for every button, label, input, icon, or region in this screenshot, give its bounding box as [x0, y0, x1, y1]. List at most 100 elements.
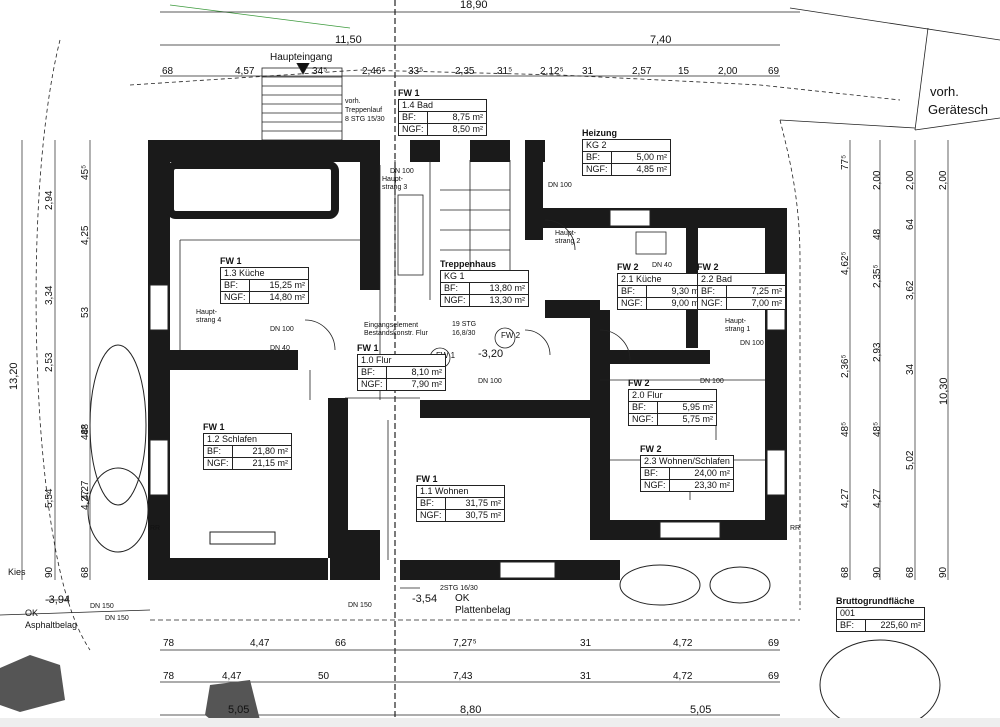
room-label-heizung: Heizung KG 2 BF:5,00 m² NGF:4,85 m²: [582, 128, 671, 176]
center-level: -3,20: [478, 348, 504, 360]
room-label-bad-2: FW 2 2.2 Bad BF:7,25 m² NGF:7,00 m²: [697, 262, 786, 310]
dim-left-mid: 45⁵: [80, 164, 91, 180]
dim-left-mid: 2,53: [44, 352, 55, 372]
ngf-value: 7,00 m²: [726, 297, 786, 310]
bf-value: 24,00 m²: [669, 467, 734, 480]
dim-left-outer: 13,20: [8, 362, 20, 390]
dim-left-mid: 2,94: [44, 190, 55, 210]
room-name: KG 2: [582, 139, 671, 152]
ngf-key: NGF:: [203, 457, 233, 470]
dim-right-col2: 2,35⁵: [872, 264, 883, 288]
bf-value: 8,75 m²: [427, 111, 487, 124]
room-unit: Treppenhaus: [440, 259, 497, 269]
dim-top-row3: 34⁵: [312, 66, 328, 77]
ngf-key: NGF:: [416, 509, 446, 522]
dim-overall-top: 18,90: [460, 0, 488, 11]
dim-left-mid: 3,34: [44, 285, 55, 305]
bf-value: 5,95 m²: [657, 401, 717, 414]
strang-4-label: Haupt-: [196, 309, 218, 316]
bf-key: BF:: [640, 467, 670, 480]
bf-value: 31,75 m²: [445, 497, 505, 510]
room-unit: FW 1: [203, 422, 225, 432]
room-unit: FW 2: [617, 262, 639, 272]
room-label-flur-1: FW 1 1.0 Flur BF:8,10 m² NGF:7,90 m²: [357, 343, 446, 391]
dim-right-col2: 48⁵: [872, 421, 883, 437]
strang-3-label: Haupt-: [382, 176, 404, 183]
ngf-value: 4,85 m²: [611, 163, 671, 176]
dim-right-col1: 68: [840, 566, 851, 578]
bf-key: BF:: [582, 151, 612, 164]
room-name: 2.0 Flur: [628, 389, 717, 402]
pipe-label: DN 100: [270, 326, 294, 333]
ngf-key: NGF:: [440, 294, 470, 307]
strang-2-label: strang 2: [555, 238, 581, 245]
gross-area-title: Bruttogrundfläche: [836, 596, 915, 606]
dim-right-col2: 90: [872, 566, 883, 578]
bf-key: BF:: [697, 285, 727, 298]
plate-label-2: Plattenbelag: [455, 605, 511, 616]
room-label-schlafen: FW 1 1.2 Schlafen BF:21,80 m² NGF:21,15 …: [203, 422, 292, 470]
strang-2-label: Haupt-: [555, 230, 577, 237]
dim-top-row3: 69: [768, 66, 780, 77]
room-label-wohnen-schlafen: FW 2 2.3 Wohnen/Schlafen BF:24,00 m² NGF…: [640, 444, 734, 492]
strang-3-label: strang 3: [382, 184, 408, 191]
pipe-label: DN 150: [105, 615, 129, 622]
dim-right-col4: 2,00: [938, 170, 949, 190]
room-name: 1.3 Küche: [220, 267, 309, 280]
dim-bottom-row1: 66: [335, 638, 347, 649]
gross-area-box: Bruttogrundfläche 001 BF:225,60 m²: [836, 596, 925, 632]
room-unit: FW 1: [416, 474, 438, 484]
pipe-label: DN 100: [700, 378, 724, 385]
room-name: 1.0 Flur: [357, 354, 446, 367]
outside-stair-label: 8 STG 15/30: [345, 116, 385, 123]
dim-top-row2-a: 11,50: [335, 34, 362, 46]
dim-bottom-row2: 7,43: [453, 671, 473, 682]
bf-value: 8,10 m²: [386, 366, 446, 379]
dim-bottom-row1: 78: [163, 638, 175, 649]
strang-4-label: strang 4: [196, 317, 222, 324]
plate-level: -3,54: [412, 593, 438, 605]
ngf-key: NGF:: [697, 297, 727, 310]
ngf-value: 5,75 m²: [657, 413, 717, 426]
room-label-flur-2: FW 2 2.0 Flur BF:5,95 m² NGF:5,75 m²: [628, 378, 717, 426]
dim-right-col2: 48: [872, 228, 883, 240]
room-unit: Heizung: [582, 128, 617, 138]
dim-bottom-row2: 31: [580, 671, 592, 682]
room-label-treppenhaus: Treppenhaus KG 1 BF:13,80 m² NGF:13,30 m…: [440, 259, 529, 307]
gross-area-key: BF:: [836, 619, 866, 632]
pipe-label: DN 100: [548, 182, 572, 189]
strang-1-label: strang 1: [725, 326, 751, 333]
dim-left-mid: 53: [80, 306, 91, 318]
ngf-value: 30,75 m²: [445, 509, 505, 522]
dim-right-col2: 4,27: [872, 488, 883, 508]
dim-top-row3: 33⁵: [408, 66, 424, 77]
windows: [149, 209, 786, 579]
outside-stair: [261, 57, 343, 141]
bf-value: 15,25 m²: [249, 279, 309, 292]
ngf-value: 13,30 m²: [469, 294, 529, 307]
front-stairs-label: 2STG 16/30: [440, 585, 478, 592]
ngf-key: NGF:: [628, 413, 658, 426]
dim-left-mid: 90: [44, 566, 55, 578]
dim-right-col1: 77⁵: [840, 154, 851, 170]
existing-shed-label-2: Gerätesch: [928, 102, 988, 117]
plate-label-ok: OK: [455, 593, 470, 604]
trees: [87, 344, 941, 727]
room-name: 2.2 Bad: [697, 273, 786, 286]
dim-bottom-row1: 7,27⁵: [453, 638, 477, 649]
dim-bottom-row2: 4,72: [673, 671, 693, 682]
gravel-label: Kies: [8, 567, 26, 577]
fw-marker: FW 2: [501, 331, 521, 340]
paving: [0, 655, 1000, 727]
room-unit: FW 2: [628, 378, 650, 388]
dim-top-row2-b: 7,40: [650, 34, 672, 46]
room-name: 2.1 Küche: [617, 273, 706, 286]
dim-top-row3: 2,35: [455, 66, 475, 77]
room-label-kueche-1: FW 1 1.3 Küche BF:15,25 m² NGF:14,80 m²: [220, 256, 309, 304]
pipe-label: DN 150: [348, 602, 372, 609]
bf-value: 21,80 m²: [232, 445, 292, 458]
outside-stair-label: Treppenlauf: [345, 107, 383, 114]
asphalt-level: -3,94: [45, 594, 71, 606]
